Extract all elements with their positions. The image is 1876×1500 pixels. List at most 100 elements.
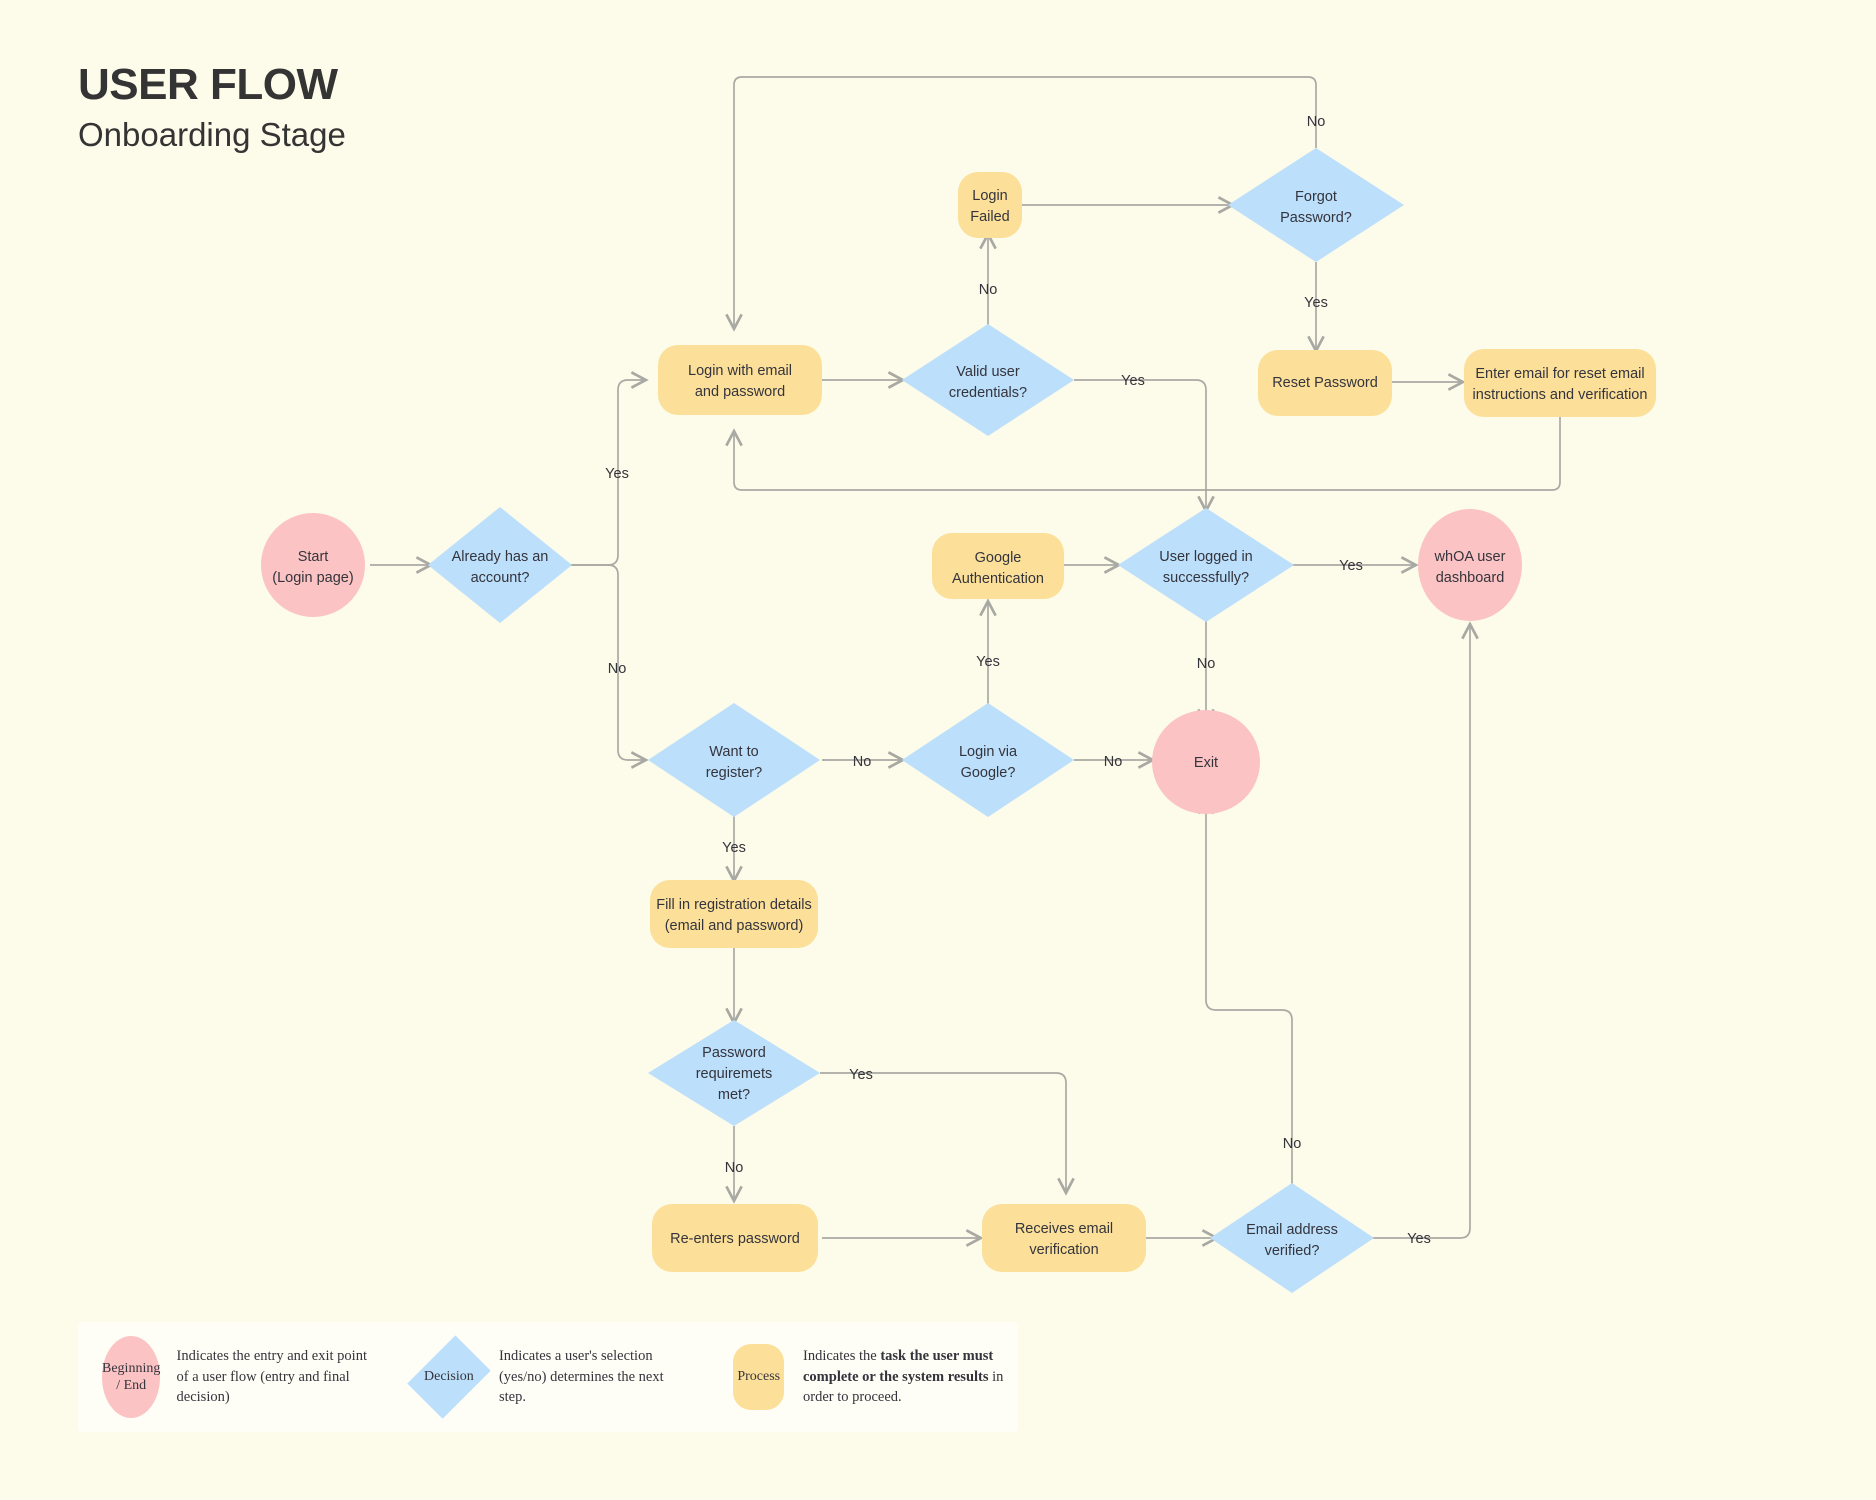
edge-label-email-ver-no: No [1283,1136,1302,1152]
node-start[interactable]: Start (Login page) [261,513,365,617]
page-subtitle: Onboarding Stage [78,116,346,154]
node-email-verified-label-1: Email address [1246,1222,1338,1238]
edge-label-logged-in-no: No [1197,656,1216,672]
edge-label-pw-req-yes: Yes [849,1067,873,1083]
node-has-account[interactable]: Already has an account? [428,507,572,623]
edge-label-login-google-yes: Yes [976,654,1000,670]
node-dashboard-label-2: dashboard [1436,570,1505,586]
node-forgot-password-label-1: Forgot [1295,189,1337,205]
legend-process-description: Indicates the task the user must complet… [803,1346,1018,1408]
node-login-label-1: Login with email [688,363,792,379]
node-want-register-label-2: register? [706,765,762,781]
node-logged-in-success-label-1: User logged in [1159,549,1253,565]
node-receives-email-verification[interactable]: Receives email verification [982,1204,1146,1272]
legend-item-decision: Decision Indicates a user's selection (y… [407,1335,693,1419]
node-email-verified-label-2: verified? [1265,1243,1320,1259]
edge-has-account-yes [570,380,645,566]
legend-terminator-shape-label-1: Beginning [102,1360,161,1376]
node-dashboard[interactable]: whOA user dashboard [1418,509,1522,621]
node-password-requirements-label-3: met? [718,1087,750,1103]
node-password-requirements-label-2: requiremets [696,1066,773,1082]
legend-terminator-shape-label-2: / End [116,1378,147,1393]
node-start-label-1: Start [298,549,329,565]
node-receives-email-verification-label-2: verification [1029,1242,1098,1258]
node-google-authentication[interactable]: Google Authentication [932,533,1064,599]
edge-label-logged-in-yes: Yes [1339,558,1363,574]
node-password-requirements-label-1: Password [702,1045,766,1061]
node-login-failed[interactable]: Login Failed [958,172,1022,238]
node-reset-password[interactable]: Reset Password [1258,350,1392,416]
node-has-account-label-2: account? [471,570,530,586]
edge-label-has-account-no: No [608,661,627,677]
edge-valid-creds-yes [1074,379,1206,510]
legend-decision-description: Indicates a user's selection (yes/no) de… [498,1348,664,1406]
node-enter-email-reset[interactable]: Enter email for reset email instructions… [1464,349,1656,417]
node-fill-registration-label-1: Fill in registration details [656,897,812,913]
legend-decision-shape-label: Decision [424,1369,475,1384]
node-login[interactable]: Login with email and password [658,345,822,415]
edge-label-email-ver-yes: Yes [1407,1231,1431,1247]
legend-panel: Beginning / End Indicates the entry and … [78,1322,1018,1432]
edge-label-want-reg-no: No [853,754,872,770]
edge-label-login-google-no: No [1104,754,1123,770]
node-valid-credentials-label-1: Valid user [956,364,1020,380]
node-reset-password-label-1: Reset Password [1272,375,1378,391]
legend-terminator-description: Indicates the entry and exit point of a … [176,1348,367,1406]
node-login-failed-label-2: Failed [970,209,1010,225]
node-enter-email-reset-label-1: Enter email for reset email [1475,366,1644,382]
edge-label-want-reg-yes: Yes [722,840,746,856]
legend-process-desc-bold: task the user must complete or the syste… [803,1348,994,1385]
node-exit-label-1: Exit [1194,755,1218,771]
node-login-failed-label-1: Login [972,188,1007,204]
node-logged-in-success-label-2: successfully? [1163,570,1249,586]
edge-has-account-no [570,564,645,760]
edge-label-forgot-yes: Yes [1304,295,1328,311]
node-password-requirements[interactable]: Password requiremets met? [648,1020,820,1126]
node-fill-registration[interactable]: Fill in registration details (email and … [650,880,818,948]
edge-enter-email-loop [734,415,1561,491]
node-reenter-password[interactable]: Re-enters password [652,1204,818,1272]
legend-process-desc-pre: Indicates the [803,1348,881,1365]
edge-pw-req-yes [820,1072,1066,1192]
legend-item-process: Process Indicates the task the user must… [733,1344,1018,1410]
legend-item-terminator: Beginning / End Indicates the entry and … [102,1336,378,1418]
node-dashboard-label-1: whOA user [1434,549,1506,565]
node-has-account-label-1: Already has an [452,549,549,565]
node-valid-credentials-label-2: credentials? [949,385,1027,401]
node-login-via-google-label-2: Google? [961,765,1016,781]
edge-label-valid-creds-yes: Yes [1121,373,1145,389]
page-title: USER FLOW [78,60,338,109]
node-login-label-2: and password [695,384,785,400]
node-email-verified[interactable]: Email address verified? [1210,1183,1374,1293]
node-forgot-password[interactable]: Forgot Password? [1228,148,1404,262]
legend-process-shape: Process [733,1344,785,1410]
node-start-label-2: (Login page) [272,570,353,586]
legend-process-shape-label: Process [737,1369,781,1384]
node-google-authentication-label-1: Google [975,550,1022,566]
edge-email-ver-no [1206,800,1293,1185]
edge-labels: Yes No Yes No No Yes Yes No No Yes Yes N… [605,114,1431,1247]
node-receives-email-verification-label-1: Receives email [1015,1221,1113,1237]
node-login-via-google[interactable]: Login via Google? [902,703,1074,817]
node-enter-email-reset-label-2: instructions and verification [1473,387,1648,403]
edges [370,76,1561,1239]
edge-forgot-no-loop [734,76,1317,328]
edge-label-forgot-no: No [1307,114,1326,130]
edge-label-valid-creds-no: No [979,282,998,298]
node-google-authentication-label-2: Authentication [952,571,1044,587]
edge-label-has-account-yes: Yes [605,466,629,482]
node-exit[interactable]: Exit [1152,710,1260,814]
edge-label-pw-req-no: No [725,1160,744,1176]
node-valid-credentials[interactable]: Valid user credentials? [902,324,1074,436]
node-reenter-password-label-1: Re-enters password [670,1231,800,1247]
node-login-via-google-label-1: Login via [959,744,1018,760]
node-want-register[interactable]: Want to register? [648,703,820,817]
title-block: USER FLOW Onboarding Stage [78,60,346,155]
node-logged-in-success[interactable]: User logged in successfully? [1118,508,1294,622]
node-fill-registration-label-2: (email and password) [665,918,804,934]
edge-email-ver-yes [1372,625,1470,1239]
legend-process-desc-post: in order to proceed. [803,1368,1004,1406]
node-want-register-label-1: Want to [709,744,758,760]
